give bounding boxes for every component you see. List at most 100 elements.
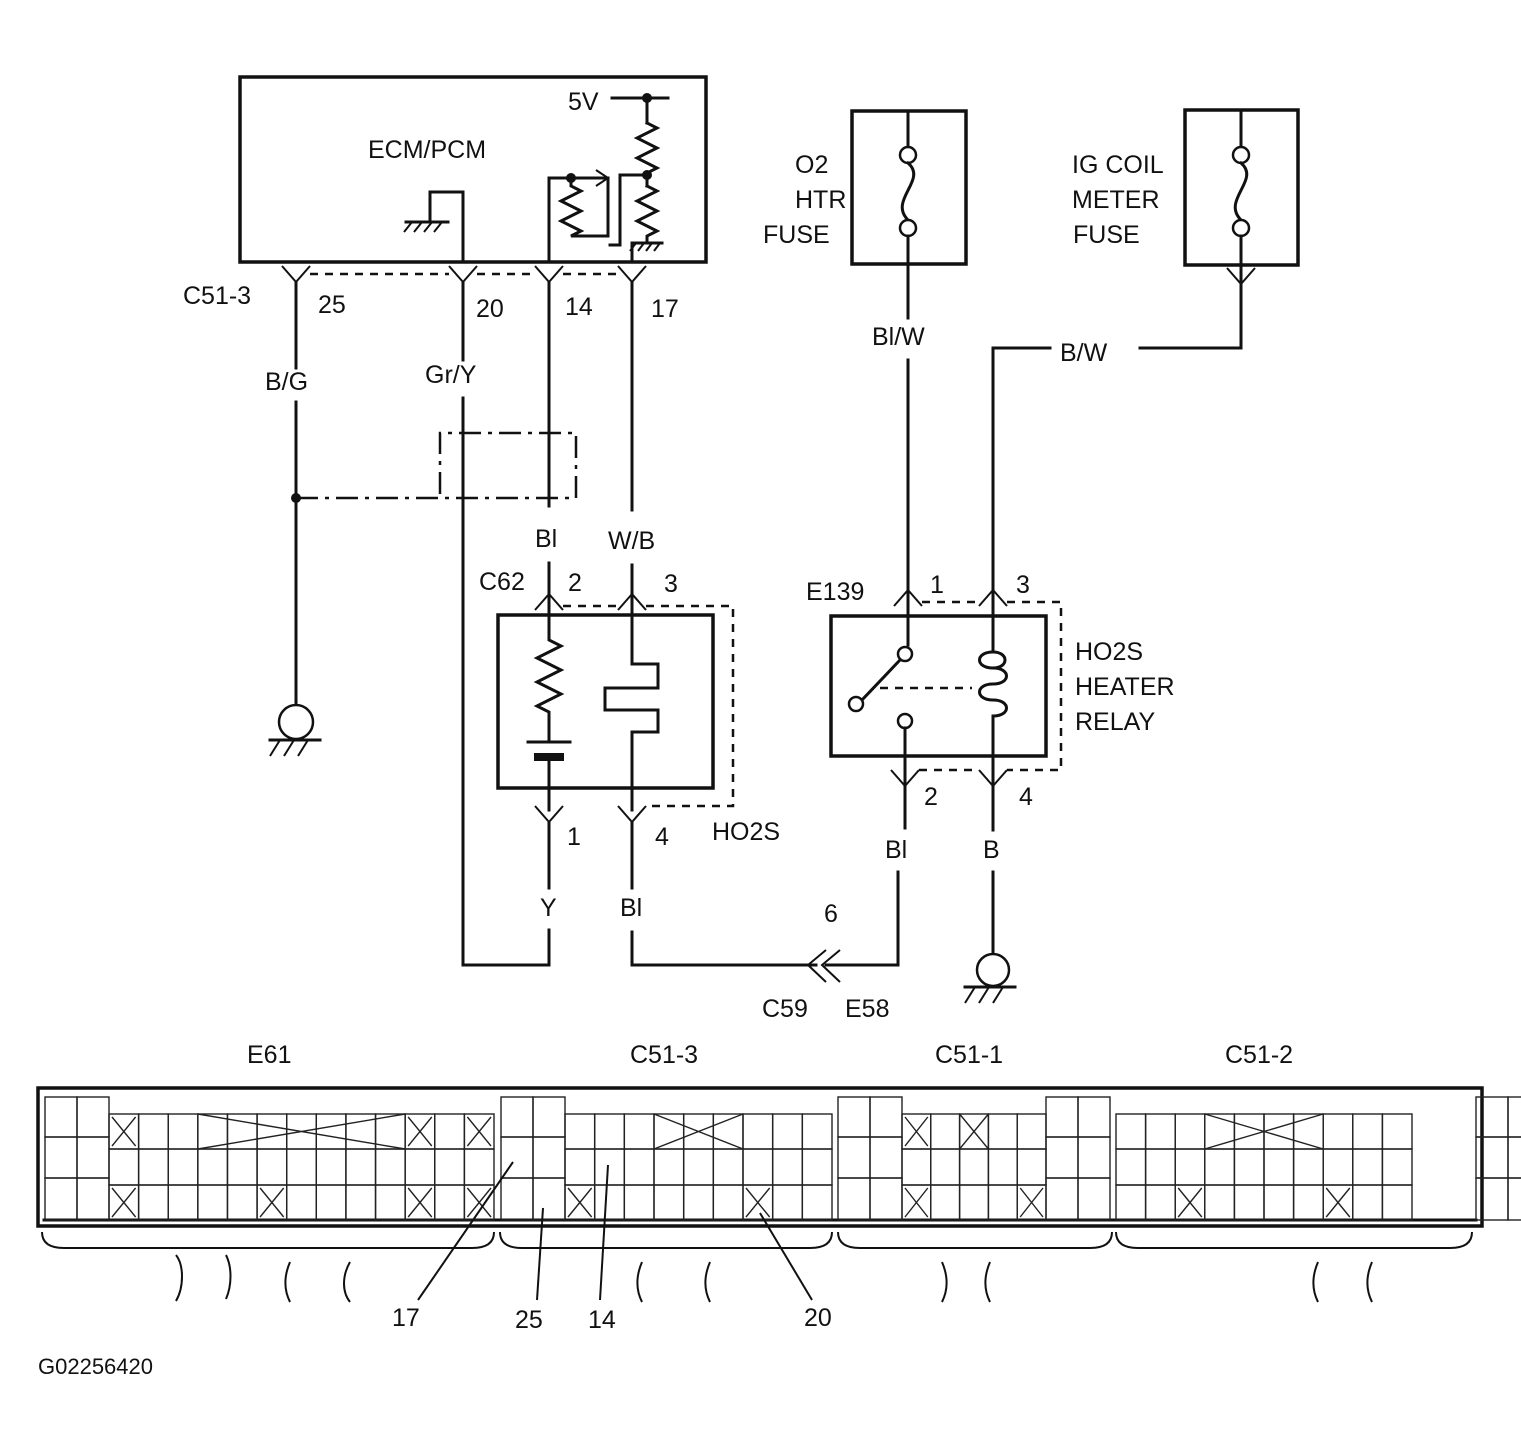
connector-cavity bbox=[137, 1148, 169, 1186]
wire-shield bbox=[296, 431, 578, 500]
connector-cavity bbox=[1204, 1148, 1236, 1186]
connector-cavity bbox=[801, 1184, 833, 1221]
connector-housing bbox=[36, 1086, 1484, 1228]
connector-cavity bbox=[742, 1148, 774, 1186]
connector-cavity bbox=[1115, 1148, 1147, 1186]
connector-cavity bbox=[837, 1177, 871, 1221]
ecm-pin-20: 20 bbox=[476, 295, 504, 323]
relay-label-line-2: HEATER bbox=[1075, 673, 1175, 701]
callout-25: 25 bbox=[515, 1306, 543, 1334]
connector-cavity bbox=[930, 1113, 961, 1150]
figure-id: G02256420 bbox=[38, 1354, 153, 1379]
connector-cavity bbox=[564, 1113, 596, 1150]
connector-cavity bbox=[623, 1113, 655, 1150]
connector-cavity bbox=[869, 1096, 903, 1138]
connector-cavity bbox=[742, 1113, 774, 1150]
connector-cavity bbox=[44, 1177, 78, 1221]
connector-cavity bbox=[1016, 1113, 1047, 1150]
relay-pin-2: 2 bbox=[924, 783, 938, 811]
relay-label-line-3: RELAY bbox=[1075, 708, 1155, 736]
junction-pin-6: 6 bbox=[824, 900, 838, 928]
connector-cavity bbox=[108, 1148, 140, 1186]
connector-cavity bbox=[1045, 1136, 1079, 1179]
connector-cavity bbox=[315, 1113, 347, 1150]
ecm-connector-label: C51-3 bbox=[183, 282, 251, 310]
section-label-c51-3: C51-3 bbox=[630, 1041, 698, 1069]
connector-cavity bbox=[869, 1177, 903, 1221]
connector-cavity bbox=[653, 1184, 685, 1221]
connector-cavity bbox=[1292, 1113, 1324, 1150]
section-label-e61: E61 bbox=[247, 1041, 291, 1069]
connector-cavity bbox=[1174, 1113, 1206, 1150]
wire-bl-relay: Bl bbox=[885, 788, 907, 864]
relay-connector-label: E139 bbox=[806, 578, 864, 606]
connector-cavity bbox=[1045, 1177, 1079, 1221]
connector-cavity bbox=[76, 1136, 110, 1179]
wire-b-g: B/G bbox=[265, 280, 322, 757]
connector-cavity bbox=[44, 1136, 78, 1179]
wire-bl-heater: Bl bbox=[620, 820, 818, 967]
connector-cavity bbox=[1115, 1113, 1147, 1150]
connector-cavity bbox=[1077, 1177, 1111, 1221]
fuse-icon bbox=[1233, 160, 1249, 223]
connector-cavity bbox=[930, 1148, 961, 1186]
callout-20: 20 bbox=[804, 1304, 832, 1332]
connector-cavity bbox=[1352, 1184, 1384, 1221]
ig-fuse-line-2: METER bbox=[1072, 186, 1160, 214]
connector-cavity bbox=[434, 1148, 466, 1186]
connector-cavity bbox=[1233, 1148, 1265, 1186]
ho2s-pin-2: 2 bbox=[568, 569, 582, 597]
connector-cavity bbox=[285, 1148, 318, 1186]
connector-cavity bbox=[1292, 1184, 1324, 1221]
connector-cavity bbox=[1263, 1113, 1295, 1150]
connector-cavity bbox=[1507, 1177, 1521, 1221]
o2-fuse-line-1: O2 bbox=[795, 151, 828, 179]
ecm-label: ECM/PCM bbox=[368, 136, 486, 164]
connector-cavity bbox=[801, 1113, 833, 1150]
connector-cavity bbox=[1016, 1148, 1047, 1186]
connector-cavity bbox=[1381, 1148, 1413, 1186]
junction-c59-label: C59 bbox=[762, 995, 808, 1023]
connector-cavity bbox=[593, 1113, 626, 1150]
connector-cavity bbox=[623, 1184, 655, 1221]
relay-pin-4: 4 bbox=[1019, 783, 1033, 811]
connector-cavity bbox=[44, 1096, 78, 1138]
callout-17: 17 bbox=[392, 1304, 420, 1332]
ho2s-sensor: C62 2 3 1 4 HO2S bbox=[479, 568, 780, 851]
connector-cavity bbox=[1204, 1113, 1236, 1150]
connector-cavity bbox=[137, 1184, 169, 1221]
ig-fuse-line-3: FUSE bbox=[1073, 221, 1140, 249]
ground-terminal-icon bbox=[975, 952, 1011, 988]
connector-cavity bbox=[901, 1148, 932, 1186]
connector-cavity bbox=[682, 1184, 715, 1221]
connector-cavity bbox=[76, 1177, 110, 1221]
connector-cavity bbox=[987, 1113, 1018, 1150]
connector-cavity bbox=[623, 1148, 655, 1186]
connector-cavity bbox=[771, 1148, 804, 1186]
connector-cavity bbox=[1352, 1113, 1384, 1150]
connector-cavity bbox=[1016, 1184, 1047, 1221]
connector-cavity bbox=[167, 1113, 199, 1150]
connector-cavity bbox=[1144, 1184, 1176, 1221]
ho2s-pin-4: 4 bbox=[655, 823, 669, 851]
junction-e58-label: E58 bbox=[845, 995, 889, 1023]
connector-cavity bbox=[434, 1113, 466, 1150]
connector-cavity bbox=[1077, 1096, 1111, 1138]
connector-cavity bbox=[1381, 1184, 1413, 1221]
relay-box bbox=[829, 614, 1048, 758]
o2-fuse-line-3: FUSE bbox=[763, 221, 830, 249]
ecm-connector-face: E61 C51-3 C51-1 C51-2 17 25 14 20 bbox=[36, 1041, 1521, 1334]
wire-label-w-b: W/B bbox=[608, 527, 655, 555]
connector-cavity bbox=[167, 1184, 199, 1221]
connector-cavity bbox=[1292, 1148, 1324, 1186]
wire-w-b: W/B bbox=[608, 280, 655, 599]
connector-cavity bbox=[712, 1184, 744, 1221]
connector-cavity bbox=[564, 1148, 596, 1186]
connector-cavity bbox=[226, 1184, 258, 1221]
connector-cavity bbox=[256, 1148, 288, 1186]
connector-cavity bbox=[315, 1148, 347, 1186]
connector-cavity bbox=[197, 1184, 229, 1221]
ecm-pin-17: 17 bbox=[651, 295, 679, 323]
connector-cavity bbox=[1352, 1148, 1384, 1186]
connector-cavity bbox=[463, 1184, 495, 1221]
